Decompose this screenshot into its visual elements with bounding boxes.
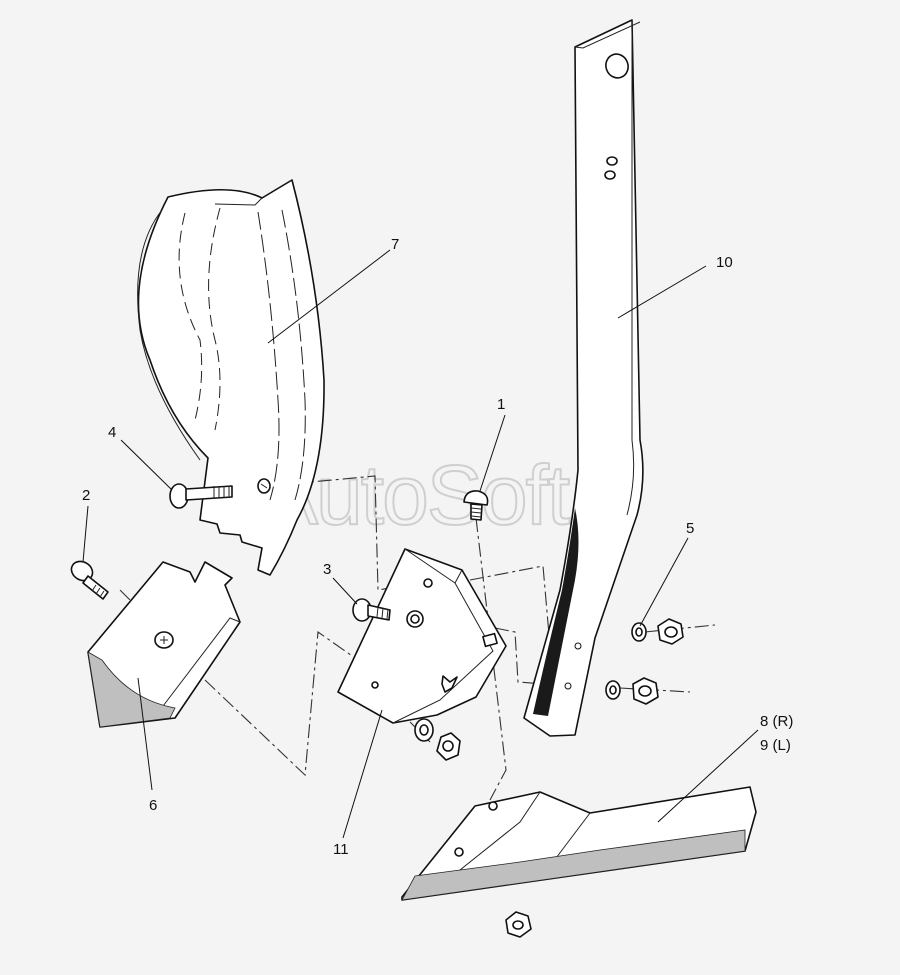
bolt-part-3 [352,598,391,622]
callout-11: 11 [333,841,349,858]
washer-nut-part-5-upper [631,618,684,645]
callout-5: 5 [686,520,694,537]
callout-1: 1 [497,396,505,413]
share-part-8-9 [401,786,757,901]
callout-9: 9 (L) [760,737,791,754]
leader-lines [82,249,759,839]
wing-share-part-6 [87,561,241,728]
callouts: 1 2 3 4 5 6 7 8 (R) 9 (L) 10 11 [82,236,793,858]
callout-7: 7 [391,236,399,253]
callout-4: 4 [108,424,116,441]
bolt-part-2 [70,560,109,600]
bolt-part-1 [463,490,489,521]
bracket-part-11 [337,548,507,724]
washer-nut-under-bracket [414,718,461,761]
callout-2: 2 [82,487,90,504]
callout-6: 6 [149,797,157,814]
callout-3: 3 [323,561,331,578]
nut-under-share [505,911,532,938]
shank-part-10 [523,19,644,737]
callout-10: 10 [716,254,733,271]
mouldboard-part-7 [137,179,325,576]
bolt-part-4 [169,483,233,509]
callout-8: 8 (R) [760,713,793,730]
washer-nut-part-5-lower [605,677,659,705]
